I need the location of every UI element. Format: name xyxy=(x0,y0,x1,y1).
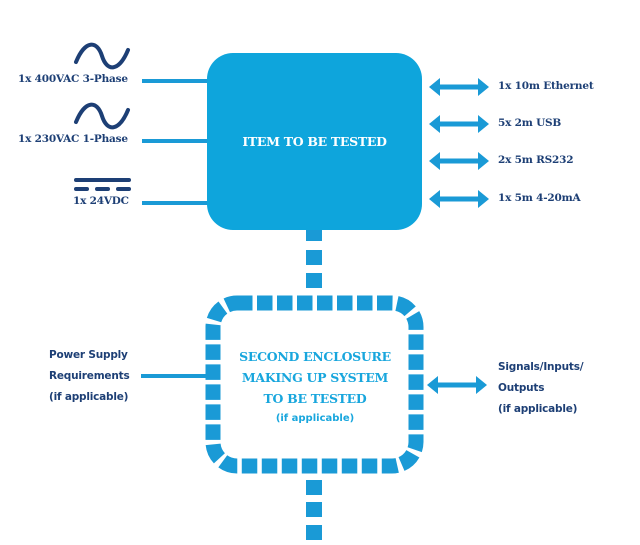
double-arrow-icon xyxy=(429,115,489,133)
ac-sine-wave-icon xyxy=(74,102,130,130)
enclosure-signals-line: (if applicable) xyxy=(498,403,578,415)
connector-dash xyxy=(306,230,322,241)
ac-sine-wave-icon xyxy=(74,42,130,70)
double-arrow-icon xyxy=(429,190,489,208)
connector-dash xyxy=(306,480,322,495)
enclosure-power-line: (if applicable) xyxy=(49,391,129,403)
second-enclosure-note: (if applicable) xyxy=(275,413,355,424)
signal-label-ethernet: 1x 10m Ethernet xyxy=(498,80,594,92)
item-to-be-tested-box: ITEM TO BE TESTED xyxy=(207,53,422,230)
second-enclosure-title-line: MAKING UP SYSTEM xyxy=(241,370,389,385)
double-arrow-icon xyxy=(429,78,489,96)
power-input-line-24vdc xyxy=(142,201,210,205)
enclosure-power-label: Power Supply Requirements (if applicable… xyxy=(49,345,130,408)
item-to-be-tested-title: ITEM TO BE TESTED xyxy=(242,134,387,149)
enclosure-power-line: Power Supply xyxy=(49,349,128,361)
connector-dash xyxy=(306,273,322,288)
double-arrow-icon xyxy=(427,376,487,394)
power-input-label-24vdc: 1x 24VDC xyxy=(73,195,129,207)
second-enclosure-border xyxy=(205,295,424,474)
second-enclosure-title-line: SECOND ENCLOSURE xyxy=(239,349,391,364)
connector-dash xyxy=(306,502,322,517)
connector-dash xyxy=(306,250,322,265)
enclosure-signals-line: Outputs xyxy=(498,382,545,394)
second-enclosure-title-line: TO BE TESTED xyxy=(263,391,367,406)
second-enclosure-text: SECOND ENCLOSURE MAKING UP SYSTEM TO BE … xyxy=(222,346,408,429)
power-input-label-400vac: 1x 400VAC 3-Phase xyxy=(18,73,128,85)
enclosure-signals-line: Signals/Inputs/ xyxy=(498,361,584,373)
double-arrow-icon xyxy=(429,152,489,170)
power-input-line-400vac xyxy=(142,79,210,83)
connector-dash xyxy=(306,525,322,540)
enclosure-signals-label: Signals/Inputs/ Outputs (if applicable) xyxy=(498,357,584,420)
power-input-label-230vac: 1x 230VAC 1-Phase xyxy=(18,133,128,145)
signal-label-usb: 5x 2m USB xyxy=(498,117,562,129)
power-input-line-230vac xyxy=(142,139,210,143)
dc-symbol-icon xyxy=(74,178,131,191)
signal-label-rs232: 2x 5m RS232 xyxy=(498,154,574,166)
enclosure-power-line-connector xyxy=(141,374,209,378)
enclosure-power-line: Requirements xyxy=(49,370,130,382)
signal-label-4-20ma: 1x 5m 4-20mA xyxy=(498,192,581,204)
